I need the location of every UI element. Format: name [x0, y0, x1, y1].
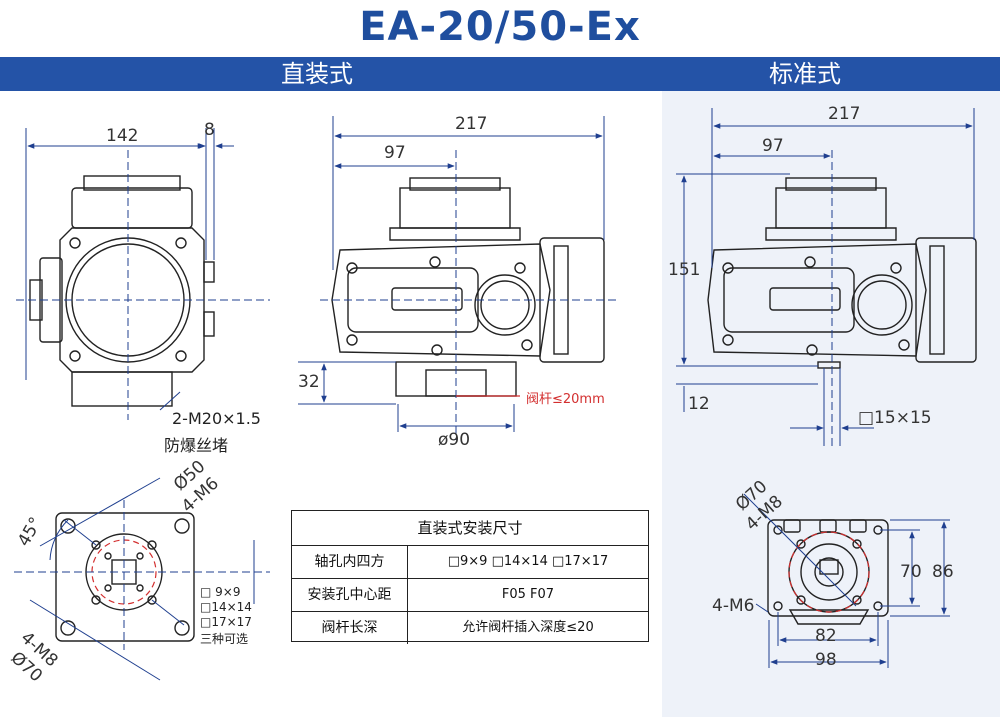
dim-82: 82 — [815, 626, 837, 646]
table-row-head: 轴孔内四方 — [292, 546, 408, 578]
dim-90: ø90 — [438, 430, 471, 450]
dim-217-standard: 217 — [828, 104, 861, 124]
table-row: 轴孔内四方 □9×9 □14×14 □17×17 — [292, 546, 648, 579]
front-view-drawing — [331, 177, 605, 397]
installation-table: 直装式安装尺寸 轴孔内四方 □9×9 □14×14 □17×17 安装孔中心距 … — [291, 510, 649, 644]
plug-explosion-proof: 防爆丝堵 — [164, 436, 229, 455]
dim-142: 142 — [106, 126, 139, 146]
dim-86: 86 — [932, 562, 954, 582]
section-label-standard: 标准式 — [769, 60, 841, 88]
dim-square-15: □15×15 — [858, 408, 932, 428]
dim-32: 32 — [298, 372, 320, 392]
table-title: 直装式安装尺寸 — [292, 511, 648, 546]
table-row-head: 安装孔中心距 — [292, 579, 408, 611]
page-title: EA-20/50-Ex — [359, 4, 641, 50]
section-header-bar — [0, 57, 1000, 91]
section-label-direct: 直装式 — [281, 60, 353, 88]
table-row-value: 允许阀杆插入深度≤20 — [462, 620, 594, 635]
table-row: 安装孔中心距 F05 F07 — [292, 579, 648, 612]
dim-70-standard: 70 — [900, 562, 922, 582]
dim-217-direct: 217 — [455, 114, 488, 134]
dim-stem-length: 阀杆≤20mm — [526, 392, 605, 407]
standard-front-view-drawing — [707, 177, 977, 369]
side-view-drawing — [29, 175, 215, 407]
dim-151: 151 — [668, 260, 701, 280]
dim-98: 98 — [815, 650, 837, 670]
dim-8: 8 — [204, 120, 215, 140]
table-row-head: 阀杆长深 — [292, 612, 408, 644]
option-17: □17×17 — [200, 615, 252, 629]
dim-97-standard: 97 — [762, 136, 784, 156]
dim-97-direct: 97 — [384, 143, 406, 163]
table-row-value: F05 F07 — [501, 587, 555, 602]
direct-flange-view-drawing — [55, 512, 195, 642]
option-9: □ 9×9 — [200, 585, 241, 599]
plug-spec: 2-M20×1.5 — [172, 409, 261, 428]
option-note: 三种可选 — [200, 632, 249, 646]
table-row-value: □9×9 □14×14 □17×17 — [447, 554, 609, 569]
table-row: 阀杆长深 允许阀杆插入深度≤20 — [292, 612, 648, 644]
option-14: □14×14 — [200, 600, 252, 614]
dim-m6-standard: 4-M6 — [712, 596, 755, 616]
dim-12: 12 — [688, 394, 710, 414]
